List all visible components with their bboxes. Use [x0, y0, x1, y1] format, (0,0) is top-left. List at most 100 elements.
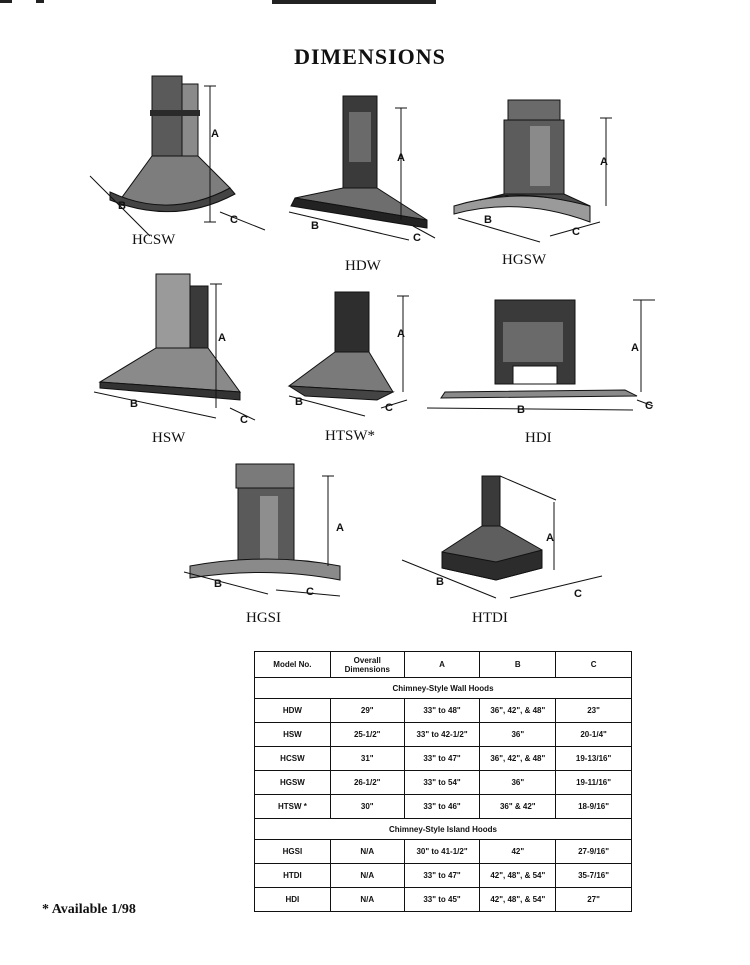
cell-model: HGSW [254, 770, 331, 795]
dimensions-table: Model No. Overall Dimensions A B C Chimn… [254, 651, 632, 912]
cell-overall: 31" [329, 746, 405, 771]
dimension-c-label: C [240, 414, 248, 426]
section-header-row: Chimney-Style Island Hoods [254, 818, 632, 840]
hood-hgsi-illustration [183, 463, 341, 597]
header-b: B [479, 651, 557, 678]
section-title: Chimney-Style Island Hoods [254, 818, 632, 840]
dimension-b-label: B [484, 214, 492, 226]
cell-c: 18-9/16" [555, 794, 632, 819]
dimension-c-label: C [645, 400, 653, 412]
hood-hgsw: A B C HGSW [450, 96, 620, 276]
cell-overall: 25-1/2" [329, 722, 405, 747]
cell-b: 36" & 42" [479, 794, 557, 819]
cell-a: 33" to 47" [403, 746, 481, 771]
table-row: HTDI N/A 33" to 47" 42", 48", & 54" 35-7… [254, 863, 632, 888]
dimension-c-label: C [413, 232, 421, 244]
hood-label-htdi: HTDI [472, 610, 508, 626]
dimension-a-label: A [218, 332, 226, 344]
hood-label-hgsi: HGSI [246, 610, 282, 626]
hood-hdi: A B C HDI [425, 292, 665, 452]
dimension-a-label: A [397, 152, 405, 164]
cell-overall: N/A [329, 887, 405, 912]
hood-hgsw-illustration [453, 99, 612, 243]
header-a: A [403, 651, 481, 678]
cell-overall: 30" [329, 794, 405, 819]
cell-b: 36" [479, 722, 557, 747]
hood-htdi-illustration [401, 475, 603, 599]
hood-htdi: A B C HTDI [392, 472, 617, 632]
cell-overall: N/A [329, 863, 405, 888]
hood-label-htsw: HTSW* [325, 428, 375, 444]
dimension-a-label: A [546, 532, 554, 544]
page-title: DIMENSIONS [294, 44, 446, 69]
cell-model: HTDI [254, 863, 331, 888]
dimension-b-label: B [311, 220, 319, 232]
cell-a: 33" to 45" [403, 887, 481, 912]
cell-a: 33" to 47" [403, 863, 481, 888]
table-row: HCSW 31" 33" to 47" 36", 42", & 48" 19-1… [254, 746, 632, 771]
header-c: C [555, 651, 632, 678]
dimension-b-label: B [214, 578, 222, 590]
cell-b: 36", 42", & 48" [479, 746, 557, 771]
section-title: Chimney-Style Wall Hoods [254, 677, 632, 699]
dimension-a-label: A [397, 328, 405, 340]
scan-header-fragment [0, 0, 750, 8]
cell-model: HDW [254, 698, 331, 723]
cell-overall: 29" [329, 698, 405, 723]
cell-model: HCSW [254, 746, 331, 771]
table-row: HDW 29" 33" to 48" 36", 42", & 48" 23" [254, 698, 632, 723]
cell-model: HSW [254, 722, 331, 747]
hood-hsw-illustration [93, 273, 256, 421]
cell-b: 36" [479, 770, 557, 795]
cell-b: 42" [479, 839, 557, 864]
hood-label-hgsw: HGSW [502, 252, 547, 268]
hood-htsw: A B C HTSW* [285, 288, 410, 448]
cell-model: HDI [254, 887, 331, 912]
table-row: HSW 25-1/2" 33" to 42-1/2" 36" 20-1/4" [254, 722, 632, 747]
cell-c: 19-11/16" [555, 770, 632, 795]
hood-hdi-illustration [426, 299, 655, 411]
hood-hdw: A B C HDW [285, 92, 445, 274]
cell-model: HTSW * [254, 794, 331, 819]
dimension-b-label: B [295, 396, 303, 408]
cell-c: 20-1/4" [555, 722, 632, 747]
hood-hsw: A B C HSW [90, 268, 265, 448]
cell-a: 33" to 54" [403, 770, 481, 795]
table-row: HDI N/A 33" to 45" 42", 48", & 54" 27" [254, 887, 632, 912]
cell-c: 27-9/16" [555, 839, 632, 864]
cell-c: 27" [555, 887, 632, 912]
availability-footnote: * Available 1/98 [42, 902, 136, 917]
dimension-c-label: C [230, 214, 238, 226]
hood-hcsw-illustration [89, 75, 266, 237]
cell-overall: N/A [329, 839, 405, 864]
hood-label-hsw: HSW [152, 430, 186, 446]
hood-label-hdw: HDW [345, 258, 381, 274]
cell-c: 23" [555, 698, 632, 723]
hood-label-hdi: HDI [525, 430, 552, 446]
dimension-a-label: A [600, 156, 608, 168]
dimension-a-label: A [631, 342, 639, 354]
header-overall-dimensions: Overall Dimensions [329, 651, 405, 678]
hood-hgsi: A B C HGSI [180, 456, 360, 631]
table-body: Chimney-Style Wall Hoods HDW 29" 33" to … [254, 677, 632, 912]
cell-model: HGSI [254, 839, 331, 864]
dimension-b-label: B [118, 200, 126, 212]
dimension-b-label: B [436, 576, 444, 588]
header-model-no: Model No. [254, 651, 331, 678]
hood-htsw-illustration [287, 291, 409, 417]
dimension-c-label: C [306, 586, 314, 598]
dimension-c-label: C [574, 588, 582, 600]
cell-b: 42", 48", & 54" [479, 887, 557, 912]
cell-a: 30" to 41-1/2" [403, 839, 481, 864]
cell-a: 33" to 42-1/2" [403, 722, 481, 747]
dimension-a-label: A [211, 128, 219, 140]
table-header-row: Model No. Overall Dimensions A B C [254, 651, 632, 678]
cell-a: 33" to 48" [403, 698, 481, 723]
table-row: HGSI N/A 30" to 41-1/2" 42" 27-9/16" [254, 839, 632, 864]
cell-c: 19-13/16" [555, 746, 632, 771]
table-row: HGSW 26-1/2" 33" to 54" 36" 19-11/16" [254, 770, 632, 795]
dimension-a-label: A [336, 522, 344, 534]
section-header-row: Chimney-Style Wall Hoods [254, 677, 632, 699]
cell-c: 35-7/16" [555, 863, 632, 888]
cell-a: 33" to 46" [403, 794, 481, 819]
